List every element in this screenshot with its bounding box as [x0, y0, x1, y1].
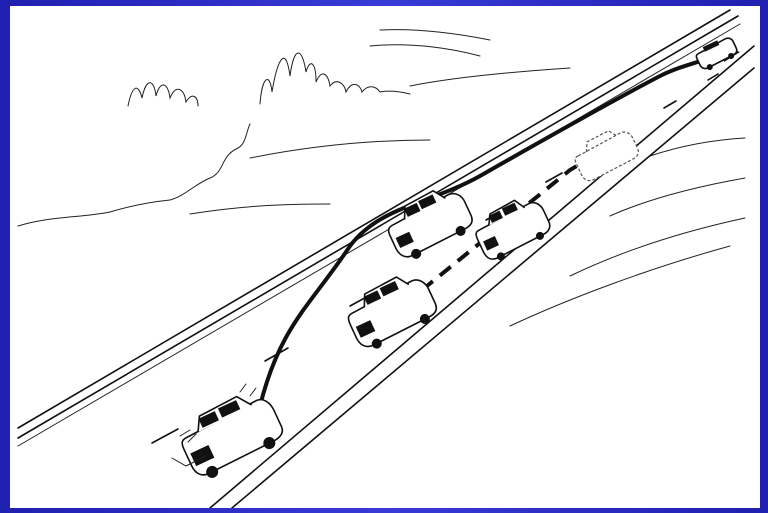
sky-stroke-2 [380, 30, 490, 40]
road-left-inner-edge [18, 16, 738, 438]
hill-stroke-1 [410, 68, 570, 86]
road-left-outer-edge [18, 10, 730, 428]
car-overtaken-lower [340, 267, 442, 355]
distant-trees-right [260, 53, 410, 104]
overtaking-illustration [10, 6, 760, 508]
sky-stroke-1 [370, 45, 480, 56]
field-stroke-2 [190, 204, 330, 214]
landscape [18, 30, 745, 326]
field-stroke-6 [510, 246, 730, 326]
shoulder-line [18, 24, 740, 446]
field-stroke-4 [610, 178, 745, 216]
car-overtaken-upper [469, 191, 555, 266]
car-far-ahead [694, 34, 740, 73]
car-ghost-position [569, 123, 641, 184]
road-right-outer-edge [232, 68, 754, 508]
field-stroke-5 [570, 218, 745, 276]
car-start-position [173, 385, 289, 484]
illustration-panel [10, 6, 760, 508]
car-overtaking-mid [381, 181, 479, 266]
distant-trees-left [128, 83, 198, 106]
field-stroke-3 [650, 138, 745, 156]
lane-markings [152, 74, 718, 443]
field-stroke-1 [250, 140, 430, 158]
